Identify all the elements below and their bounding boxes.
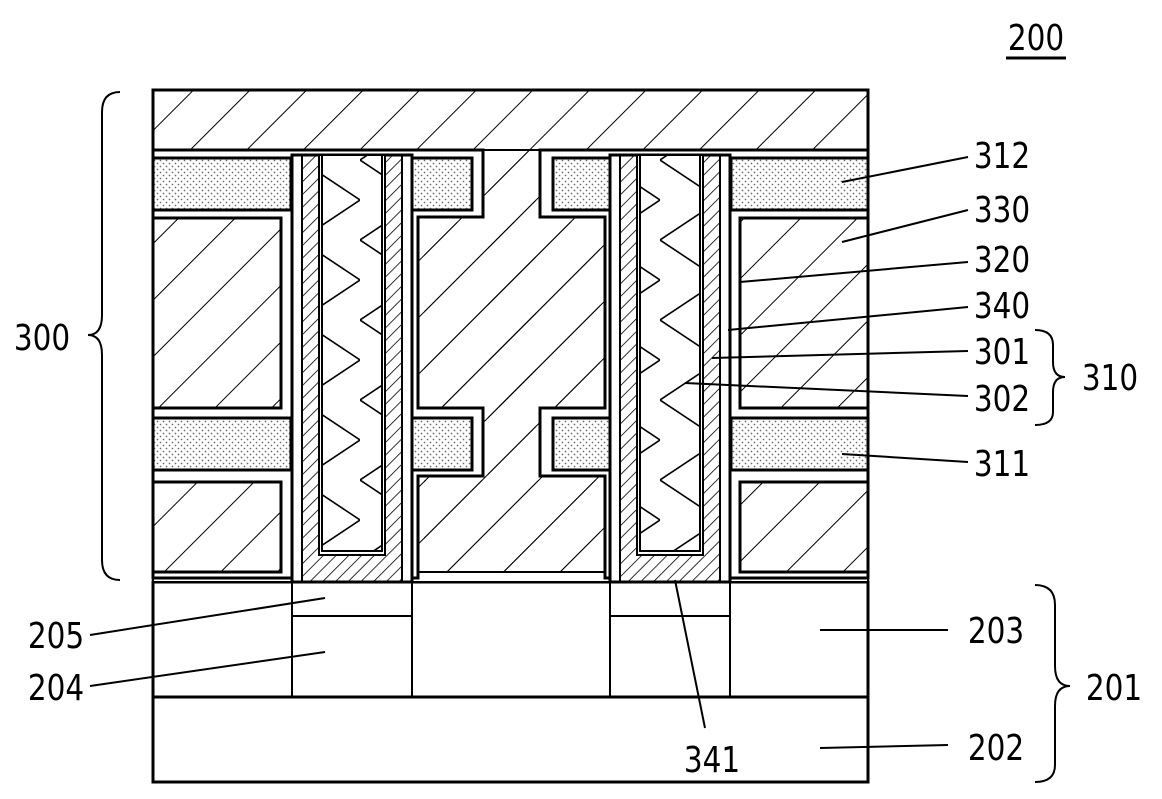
- label-300: 300: [14, 316, 70, 359]
- electrode-block-330: [738, 216, 870, 410]
- leader-301: [711, 350, 969, 359]
- brace-310: [1034, 329, 1066, 426]
- leader-330: [841, 209, 969, 243]
- leader-311: [841, 453, 969, 463]
- dotted-layer-312: [151, 156, 293, 212]
- substrate-layer-203: [151, 580, 870, 699]
- electrode-block: [151, 216, 283, 410]
- dotted-layer-311: [410, 416, 474, 472]
- substrate-layer-202: [151, 695, 870, 784]
- core-layer-302: [321, 154, 383, 552]
- leader-320: [739, 261, 969, 283]
- brace-201: [1034, 584, 1071, 783]
- label-320: 320: [974, 238, 1030, 281]
- leader-205: [89, 597, 326, 636]
- dotted-layer-312: [410, 156, 474, 212]
- core-layer-302: [639, 154, 701, 552]
- substrate-201: [151, 580, 870, 784]
- leader-204: [89, 651, 326, 687]
- leader-302: [684, 382, 969, 397]
- central-fill: [424, 480, 600, 572]
- stack-structure-300: [151, 88, 870, 584]
- label-201: 201: [1086, 666, 1142, 709]
- electrode-block: [151, 480, 283, 574]
- dotted-layer-311: [551, 416, 613, 472]
- leader-340: [727, 306, 969, 331]
- dotted-layer-311: [151, 416, 293, 472]
- label-204: 204: [28, 666, 84, 709]
- label-203: 203: [968, 609, 1024, 652]
- dotted-layer-312: [729, 156, 870, 212]
- channel-pillar-left: [290, 153, 414, 584]
- leader-202: [819, 744, 949, 749]
- label-330: 330: [974, 188, 1030, 231]
- central-fill: [488, 150, 536, 480]
- label-311: 311: [974, 442, 1030, 485]
- leader-312: [841, 156, 969, 183]
- label-341: 341: [684, 738, 740, 781]
- label-312: 312: [974, 134, 1030, 177]
- label-340: 340: [974, 284, 1030, 327]
- electrode-block: [738, 480, 870, 574]
- channel-pillar-right: [608, 153, 732, 584]
- label-310: 310: [1082, 356, 1138, 399]
- dotted-layer-312: [551, 156, 613, 212]
- label-302: 302: [974, 377, 1030, 420]
- label-202: 202: [968, 726, 1024, 769]
- label-301: 301: [974, 330, 1030, 373]
- dotted-layer-311: [729, 416, 870, 472]
- brace-300: [87, 91, 121, 581]
- label-205: 205: [28, 614, 84, 657]
- leader-341: [674, 579, 706, 729]
- figure-number: 200: [1008, 16, 1064, 59]
